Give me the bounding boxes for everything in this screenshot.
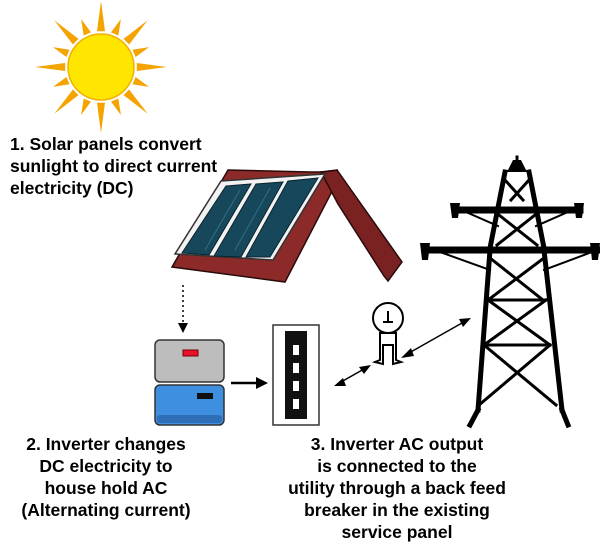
caption-step-1-line-2: sunlight to direct current (10, 156, 218, 176)
breaker-4 (293, 399, 299, 409)
sun-ray (132, 47, 149, 57)
caption-step-1-line-1: 1. Solar panels convert (10, 134, 202, 154)
roof-ridge (321, 169, 339, 173)
ac-flow-arrow (231, 377, 268, 389)
sun-ray (54, 89, 79, 114)
caption-step-2-line-3: house hold AC (44, 478, 168, 498)
service-panel-icon (272, 324, 320, 426)
breaker-1 (293, 345, 299, 355)
sun-ray (53, 47, 70, 57)
caption-step-2-line-4: (Alternating current) (21, 500, 191, 520)
sun-disc (67, 33, 135, 101)
sun-ray (111, 19, 121, 36)
solar-panel-icon (173, 173, 327, 261)
sun-ray (81, 19, 91, 36)
transmission-tower-icon (420, 155, 600, 429)
breaker-strip (285, 331, 307, 419)
sun-ray (35, 63, 66, 71)
sun-ray (123, 20, 148, 45)
roof-right-slope (319, 169, 403, 283)
caption-step-3-line-1: 3. Inverter AC output (310, 434, 484, 454)
inverter-top-unit (154, 339, 225, 383)
inverter-icon (154, 339, 225, 426)
sun-ray (136, 63, 167, 71)
dc-flow-arrow (178, 285, 188, 333)
sun-ray (111, 98, 121, 115)
breaker-3 (293, 381, 299, 391)
breaker-2 (293, 363, 299, 373)
panel-cell-1 (181, 183, 252, 256)
caption-step-3-line-4: breaker in the existing (304, 500, 490, 520)
caption-step-2-line-2: DC electricity to (39, 456, 173, 476)
inverter-display (197, 393, 213, 399)
panel-cell-3 (245, 177, 319, 258)
panel-cell-2 (213, 181, 284, 258)
panel-meter-arrow (334, 365, 371, 386)
caption-step-1: 1. Solar panels convert sunlight to dire… (10, 133, 217, 199)
caption-step-2-line-1: 2. Inverter changes (26, 434, 186, 454)
caption-step-2: 2. Inverter changes DC electricity to ho… (2, 433, 210, 521)
sun-ray (97, 102, 105, 133)
inverter-indicator (182, 349, 199, 357)
caption-step-3-line-5: service panel (341, 522, 453, 542)
caption-step-3: 3. Inverter AC output is connected to th… (262, 433, 532, 543)
sun-rays (35, 1, 167, 133)
meter-tower-arrow (401, 318, 471, 358)
inverter-bottom-shade (157, 415, 222, 423)
panel-glare (204, 189, 241, 251)
sun-ray (53, 77, 70, 87)
sun-ray (81, 98, 91, 115)
caption-step-3-line-3: utility through a back feed (288, 478, 506, 498)
panel-glare-2 (234, 187, 271, 251)
caption-step-1-line-3: electricity (DC) (10, 178, 134, 198)
electric-meter-icon (371, 302, 405, 366)
sun-ray (123, 89, 148, 114)
sun-icon (35, 1, 167, 133)
caption-step-3-line-2: is connected to the (317, 456, 477, 476)
meter-base (371, 332, 405, 366)
sun-ray (132, 77, 149, 87)
sun-ray (97, 1, 105, 32)
sun-ray (54, 20, 79, 45)
